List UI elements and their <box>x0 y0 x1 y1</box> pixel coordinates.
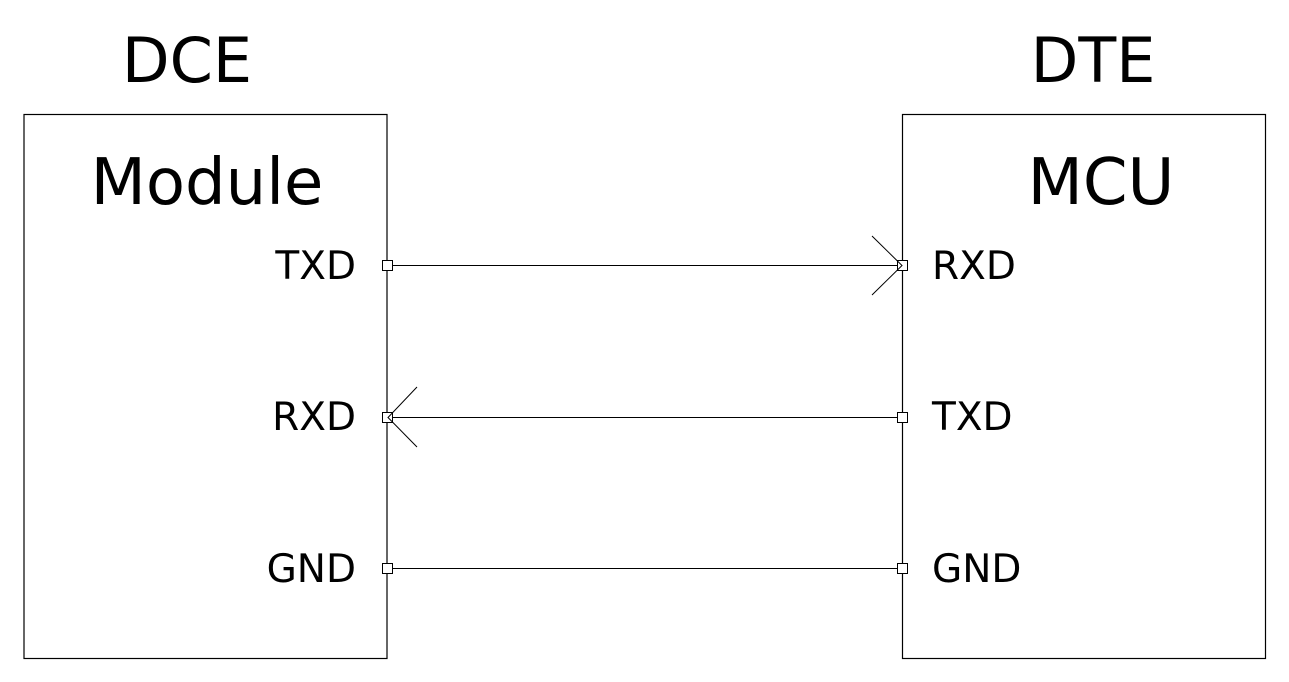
module-pin-txd-label: TXD <box>274 244 356 289</box>
wire-rxd-from-txd <box>382 386 908 448</box>
module-box: Module TXD RXD GND <box>23 113 388 660</box>
module-pin-gnd-label: GND <box>267 547 356 592</box>
mcu-pin-gnd-label: GND <box>932 547 1021 592</box>
module-title: Module <box>91 146 324 220</box>
mcu-title: MCU <box>1028 146 1175 220</box>
mcu-box-outline <box>901 113 1267 660</box>
wire-txd-to-rxd <box>382 235 908 296</box>
module-gnd-pin-marker <box>382 563 393 574</box>
module-txd-pin-marker <box>382 260 393 271</box>
arrow-right-icon <box>871 235 903 296</box>
dce-label: DCE <box>122 24 252 97</box>
arrow-left-icon <box>387 386 418 448</box>
dte-label: DTE <box>1031 24 1156 97</box>
mcu-pin-rxd-label: RXD <box>932 244 1016 289</box>
module-box-outline <box>23 113 388 660</box>
mcu-box: MCU RXD TXD GND <box>901 113 1267 660</box>
mcu-txd-pin-marker <box>897 412 908 423</box>
wire-gnd <box>382 563 908 574</box>
mcu-pin-txd-label: TXD <box>931 395 1013 440</box>
module-pin-rxd-label: RXD <box>272 395 356 440</box>
mcu-gnd-pin-marker <box>897 563 908 574</box>
